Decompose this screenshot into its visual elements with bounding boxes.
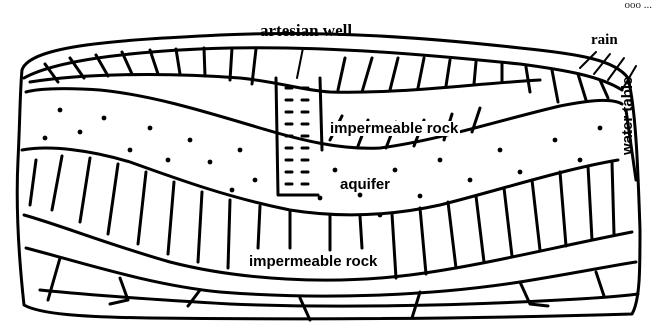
aquifer-label: aquifer — [338, 177, 392, 192]
base-line-2 — [40, 290, 638, 306]
water-table-label: water table — [620, 62, 635, 170]
upper-rock-top — [24, 48, 622, 90]
well-right-wall — [320, 78, 322, 150]
artesian-well-label: artesian well — [260, 22, 352, 39]
corner-text-fragment: ooo ... — [625, 0, 653, 11]
impermeable-rock-bottom-label: impermeable rock — [247, 254, 379, 269]
rain-label: rain — [591, 33, 618, 48]
upper-rock-bottom — [26, 89, 622, 149]
well-pointer — [297, 48, 303, 78]
well-left-wall — [276, 78, 318, 195]
impermeable-rock-top-label: impermeable rock — [328, 121, 460, 136]
well-water-marks — [286, 88, 308, 184]
